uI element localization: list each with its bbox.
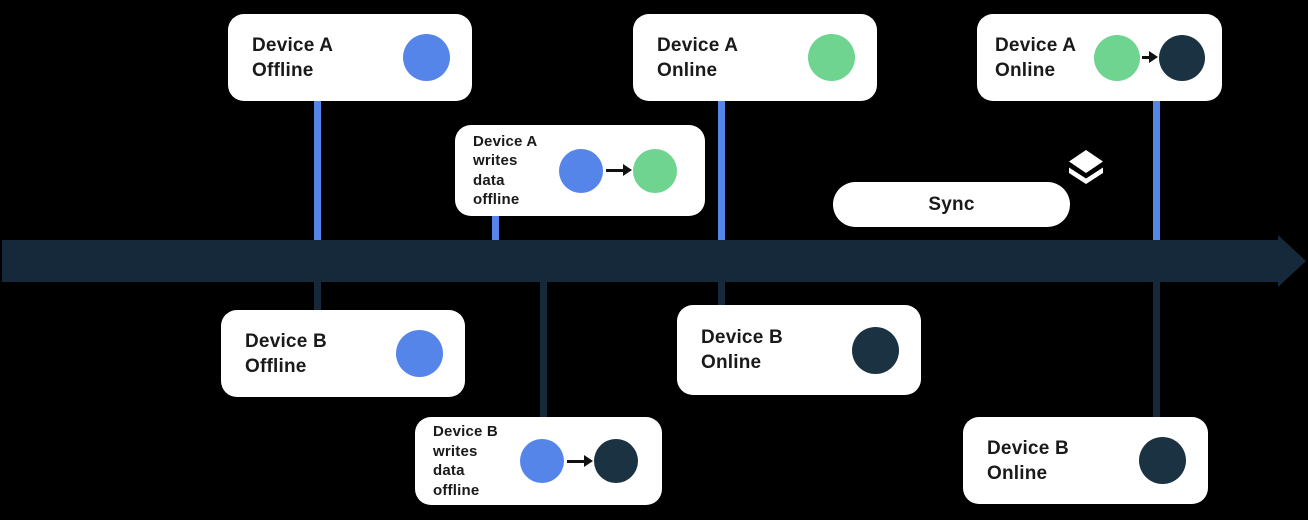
blue-data-dot (403, 34, 450, 81)
arrow-right-icon (567, 454, 593, 467)
card-device-a-offline: Device A Offline (228, 14, 472, 101)
card-title: Device B Online (701, 327, 783, 373)
data-state-dots (852, 326, 899, 374)
connector-device-a-online (718, 98, 725, 241)
timeline-arrow (2, 235, 1306, 287)
data-state-dots (520, 439, 638, 483)
blue-data-dot (396, 330, 443, 377)
card-device-b-offline: Device B Offline (221, 310, 465, 397)
data-state-dots (559, 148, 677, 193)
card-title: Device A Online (657, 34, 739, 81)
arrow-right-icon (606, 164, 632, 176)
card-title: Device A writes data offline (473, 132, 538, 209)
data-state-dots (808, 34, 855, 81)
card-title: Device A Offline (252, 34, 334, 81)
card-device-b-online-synced: Device B Online (963, 417, 1208, 504)
arrow-right-icon (1142, 51, 1158, 63)
layers-icon (1069, 150, 1103, 184)
card-title: Device B writes data offline (433, 423, 498, 499)
green-data-dot (633, 148, 677, 193)
connector-device-a-online-synced (1153, 98, 1160, 241)
navy-data-dot (852, 326, 899, 374)
connector-device-b-writes (540, 281, 547, 421)
green-data-dot (1094, 34, 1140, 81)
card-title: Device B Online (987, 437, 1069, 484)
card-device-a-online: Device A Online (633, 14, 877, 101)
card-device-a-online-synced: Device A Online (977, 14, 1222, 101)
navy-data-dot (594, 439, 638, 483)
data-state-dots (1139, 437, 1186, 484)
connector-device-b-online (718, 281, 725, 309)
card-device-b-writes-data-offline: Device B writes data offline (415, 417, 662, 505)
data-state-dots (403, 34, 450, 81)
navy-data-dot (1139, 437, 1186, 484)
navy-data-dot (1159, 34, 1205, 81)
blue-data-dot (559, 148, 603, 193)
connector-device-b-offline (314, 281, 321, 314)
card-device-b-online: Device B Online (677, 305, 921, 395)
card-device-a-writes-data-offline: Device A writes data offline (455, 125, 705, 216)
card-title: Device B Offline (245, 330, 327, 377)
sync-pill: Sync (833, 182, 1070, 227)
sync-label: Sync (928, 193, 975, 215)
connector-device-a-writes (492, 212, 499, 241)
connector-device-a-offline (314, 98, 321, 241)
blue-data-dot (520, 439, 564, 483)
data-state-dots (396, 330, 443, 377)
green-data-dot (808, 34, 855, 81)
connector-device-b-online-synced (1153, 281, 1160, 421)
card-title: Device A Online (995, 34, 1077, 81)
data-state-dots (1094, 34, 1205, 81)
